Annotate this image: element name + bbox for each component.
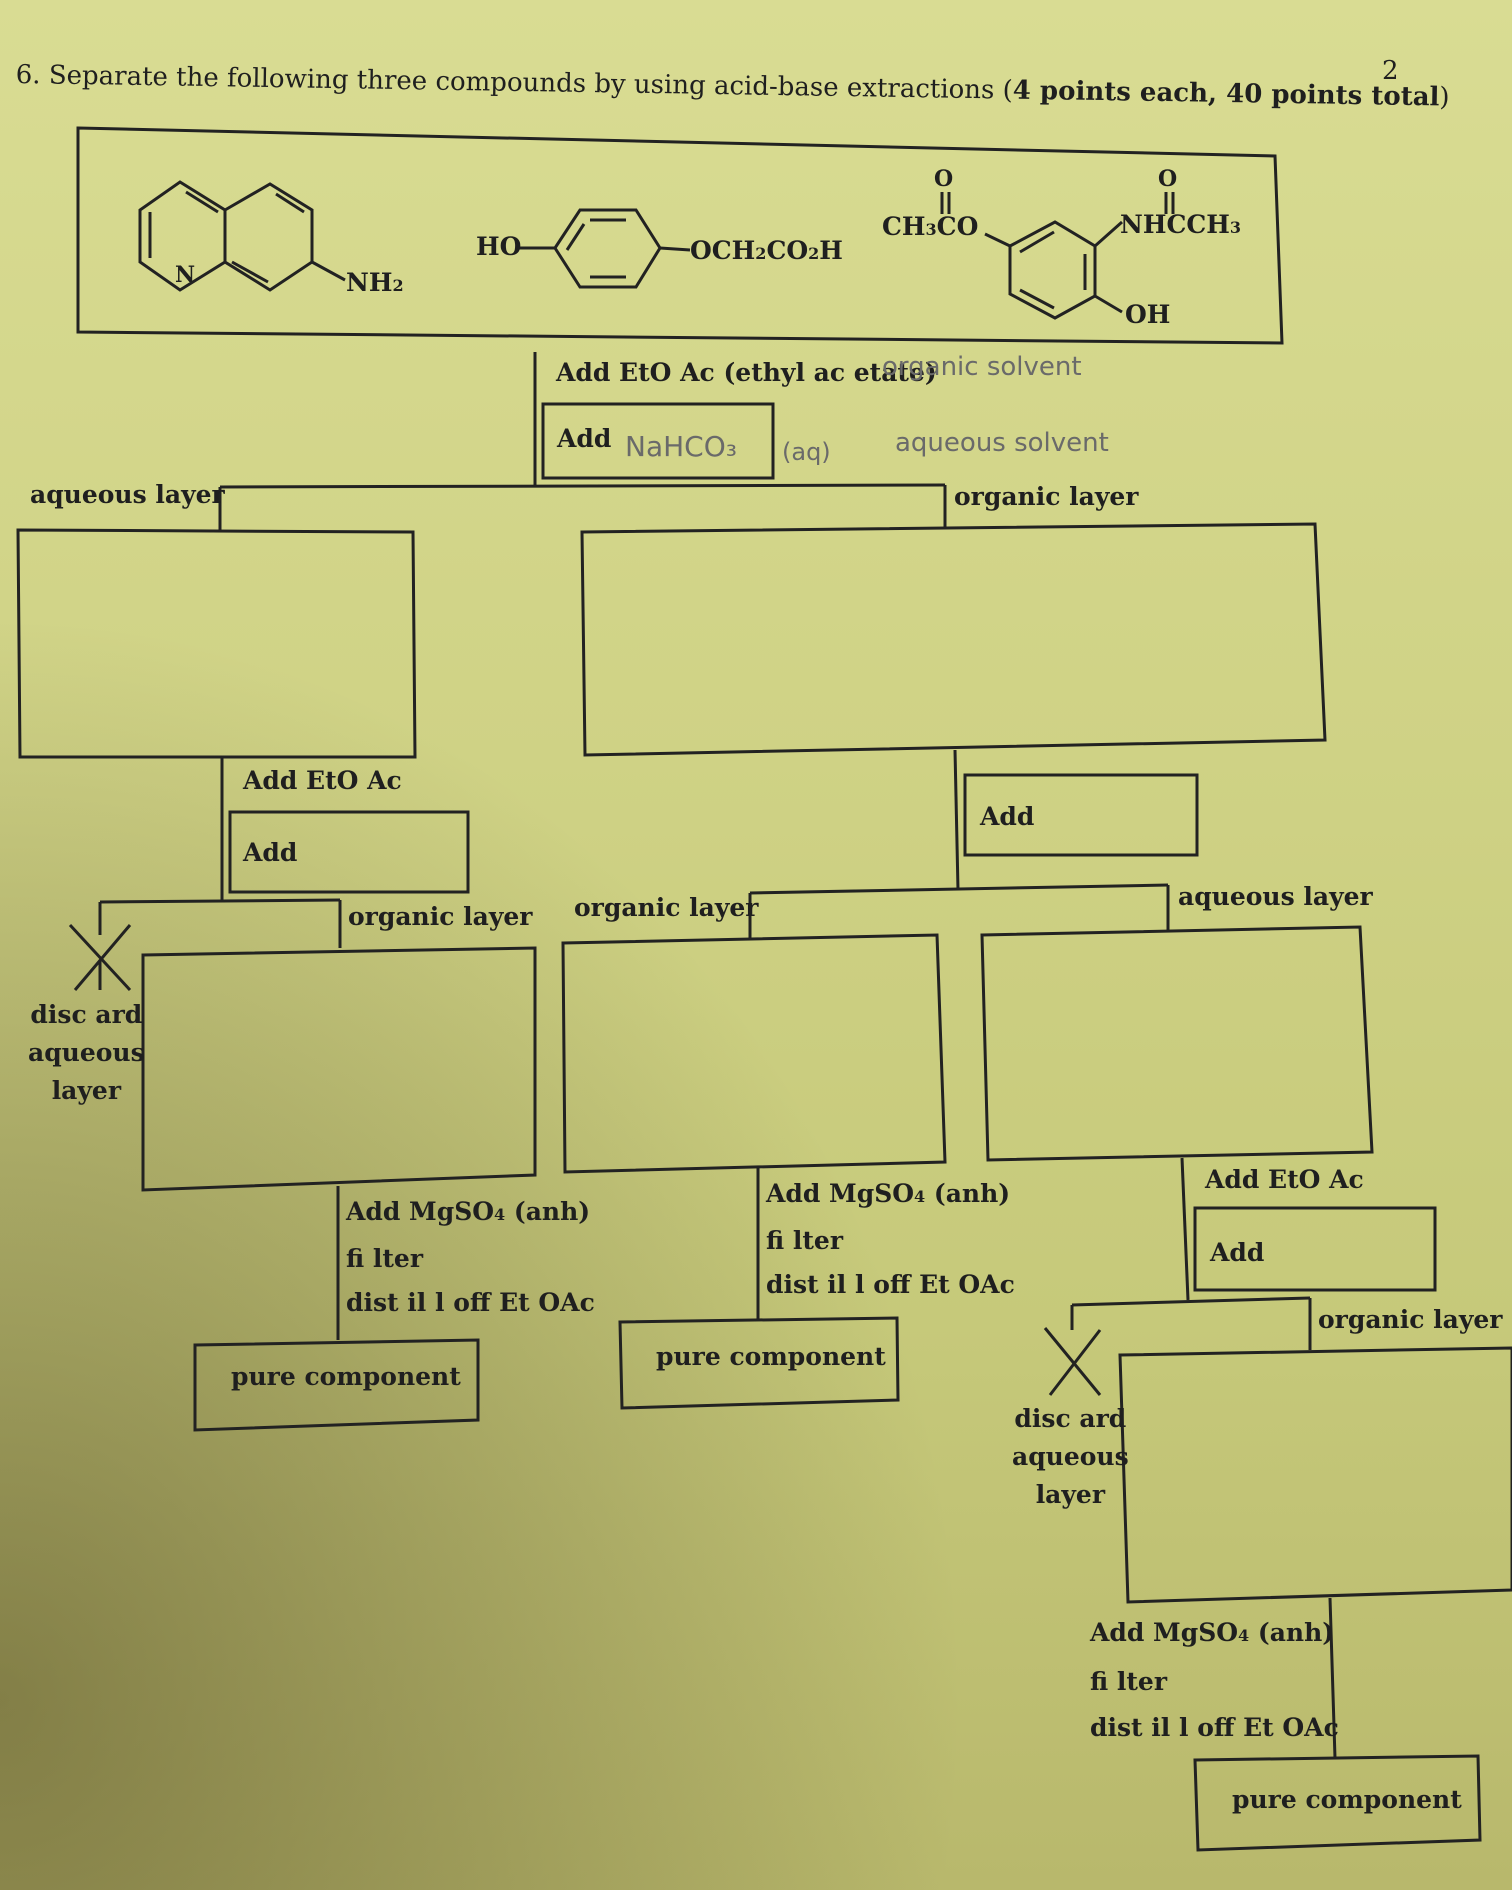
c3-oh-label: OH — [1125, 300, 1171, 329]
nahco3-handwriting: NaHCO₃ — [625, 430, 737, 463]
acetaminophen-ester-structure — [940, 192, 1175, 320]
page-number: 2 — [1382, 56, 1399, 86]
add-label-right: Add — [980, 802, 1035, 831]
c2-ho-label: HO — [476, 232, 522, 261]
workup-left: Add MgSO4 (anh) fi lter dist il l off Et… — [346, 1197, 595, 1317]
discard-x-right — [1043, 1327, 1102, 1396]
add-label-left: Add — [243, 838, 298, 867]
c3-ch3co-label: CH3CO — [882, 212, 979, 241]
pure-component-1: pure component — [231, 1362, 461, 1391]
add-etoac-full-label: Add EtO Ac (ethyl ac etate) — [556, 358, 937, 387]
workup-middle: Add MgSO4 (anh) fi lter dist il l off Et… — [766, 1179, 1015, 1299]
phenoxyacetic-acid-structure — [518, 208, 691, 289]
add-box-left — [228, 810, 470, 894]
c3-o-top-right: O — [1158, 166, 1178, 192]
add-etoac-right: Add EtO Ac — [1205, 1165, 1364, 1194]
aqueous-layer-label-1: aqueous layer — [30, 480, 225, 509]
organic-layer-label-3: organic layer — [574, 893, 759, 922]
organic-box-middle — [561, 933, 947, 1174]
pure-component-3: pure component — [1232, 1785, 1462, 1814]
add-box-right — [963, 773, 1199, 857]
aqueous-box-right — [980, 925, 1374, 1162]
add-nahco3-box — [541, 402, 775, 480]
aqueous-layer-box — [16, 528, 417, 759]
organic-box-far-right — [1118, 1346, 1512, 1604]
compound-box — [76, 126, 1284, 345]
aqueous-solvent-handwriting: aqueous solvent — [895, 428, 1109, 458]
pure-component-2: pure component — [656, 1342, 886, 1371]
pure-box-1 — [193, 1338, 480, 1432]
add-label-far-right: Add — [1210, 1238, 1265, 1267]
organic-layer-label-1: organic layer — [954, 482, 1139, 511]
aq-handwriting: (aq) — [782, 438, 831, 466]
organic-layer-label-4: organic layer — [1318, 1305, 1503, 1334]
add-label-top: Add — [557, 424, 612, 453]
organic-solvent-handwriting: organic solvent — [882, 352, 1082, 382]
add-box-far-right — [1193, 1206, 1437, 1292]
organic-layer-box — [580, 522, 1327, 757]
c1-n-label: N — [175, 262, 196, 288]
organic-layer-label-2: organic layer — [348, 902, 533, 931]
discard-x-left — [68, 923, 132, 992]
c2-sub-label: OCH2CO2H — [690, 236, 843, 265]
c3-nhcch3-label: NHCCH3 — [1120, 210, 1242, 239]
pure-box-2 — [618, 1316, 900, 1410]
c3-o-top-left: O — [934, 166, 954, 192]
organic-box-left — [141, 946, 537, 1192]
aqueous-layer-label-2: aqueous layer — [1178, 882, 1373, 911]
aminoquinoline-structure — [138, 180, 346, 292]
add-etoac-left: Add EtO Ac — [243, 766, 402, 795]
c1-nh2-label: NH2 — [346, 268, 404, 297]
pure-box-3 — [1193, 1754, 1482, 1852]
workup-right: Add MgSO4 (anh) fi lter dist il l off Et… — [1090, 1618, 1339, 1742]
